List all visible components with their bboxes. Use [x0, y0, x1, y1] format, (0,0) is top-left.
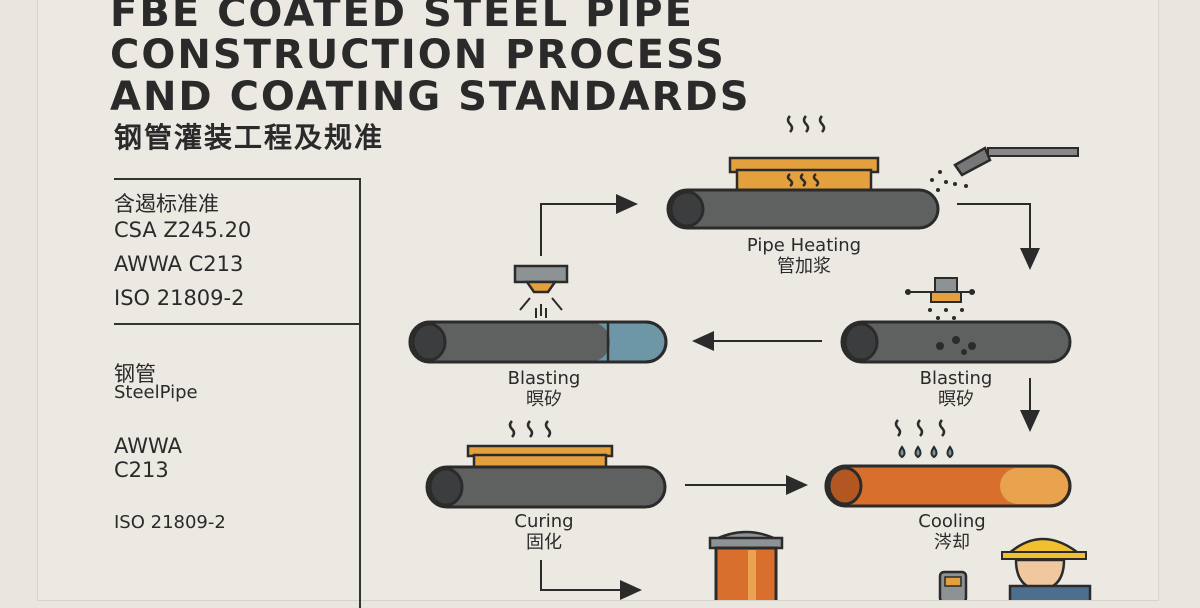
step-label-zh: 涔却 — [934, 532, 970, 553]
standard-item: AWWA C213 — [114, 252, 244, 276]
blasting-nozzle-icon — [513, 264, 569, 318]
flow-arrow — [540, 560, 642, 600]
heat-wave-icon — [508, 420, 552, 438]
step-blasting-right: Blasting 暝矽 — [876, 368, 1036, 410]
curing-pipe — [425, 465, 667, 509]
title-line-1: FBE COATED STEEL PIPE — [110, 0, 694, 36]
page-subtitle: 钢管灌装工程及规准 — [114, 121, 385, 154]
step-label-en: Pipe Heating — [746, 235, 862, 256]
step-label-zh: 暝矽 — [938, 389, 974, 410]
material-label-zh: 钢管 — [114, 362, 156, 386]
step-blasting-left: Blasting 暝矽 — [464, 368, 624, 410]
iso-label: ISO 21809-2 — [114, 512, 226, 533]
pipe-heating-pipe — [666, 188, 940, 230]
step-label-zh: 管加浆 — [777, 256, 831, 277]
step-label-zh: 固化 — [526, 532, 562, 553]
standards-heading: 含遏标准准 — [114, 192, 219, 216]
step-label-en: Blasting — [919, 368, 993, 389]
step-curing: Curing 固化 — [464, 511, 624, 553]
step-pipe-heating: Pipe Heating 管加浆 — [720, 235, 888, 277]
standard-item: ISO 21809-2 — [114, 286, 245, 310]
step-cooling: Cooling 涔却 — [872, 511, 1032, 553]
cooling-pipe — [824, 464, 1072, 508]
standards-box — [114, 178, 359, 325]
awwa-code: C213 — [114, 458, 169, 482]
step-label-en: Blasting — [507, 368, 581, 389]
material-label-en: SteelPipe — [114, 382, 198, 403]
inspector-worker-icon — [938, 537, 1092, 600]
title-line-2: CONSTRUCTION PROCESS — [110, 32, 726, 78]
heat-wave-icon — [786, 115, 826, 187]
blasting-sprayer-icon — [905, 277, 975, 320]
water-drop-icon — [898, 445, 954, 459]
standard-item: CSA Z245.20 — [114, 218, 252, 242]
spray-nozzle-icon — [930, 146, 1079, 192]
step-label-en: Cooling — [918, 511, 986, 532]
steam-icon — [894, 419, 946, 437]
flow-arrow — [957, 203, 1040, 270]
page-title: FBE COATED STEEL PIPE CONSTRUCTION PROCE… — [110, 0, 1070, 118]
flow-arrow — [540, 194, 638, 256]
step-label-zh: 暝矽 — [526, 389, 562, 410]
coated-pipe-vertical — [708, 530, 784, 600]
blasting-right-pipe — [840, 320, 1072, 364]
title-line-3: AND COATING STANDARDS — [110, 74, 751, 120]
blasting-left-pipe — [408, 320, 668, 364]
step-label-en: Curing — [514, 511, 574, 532]
awwa-label: AWWA — [114, 434, 182, 458]
standards-sidebar: 含遏标准准 CSA Z245.20 AWWA C213 ISO 21809-2 … — [114, 178, 361, 608]
